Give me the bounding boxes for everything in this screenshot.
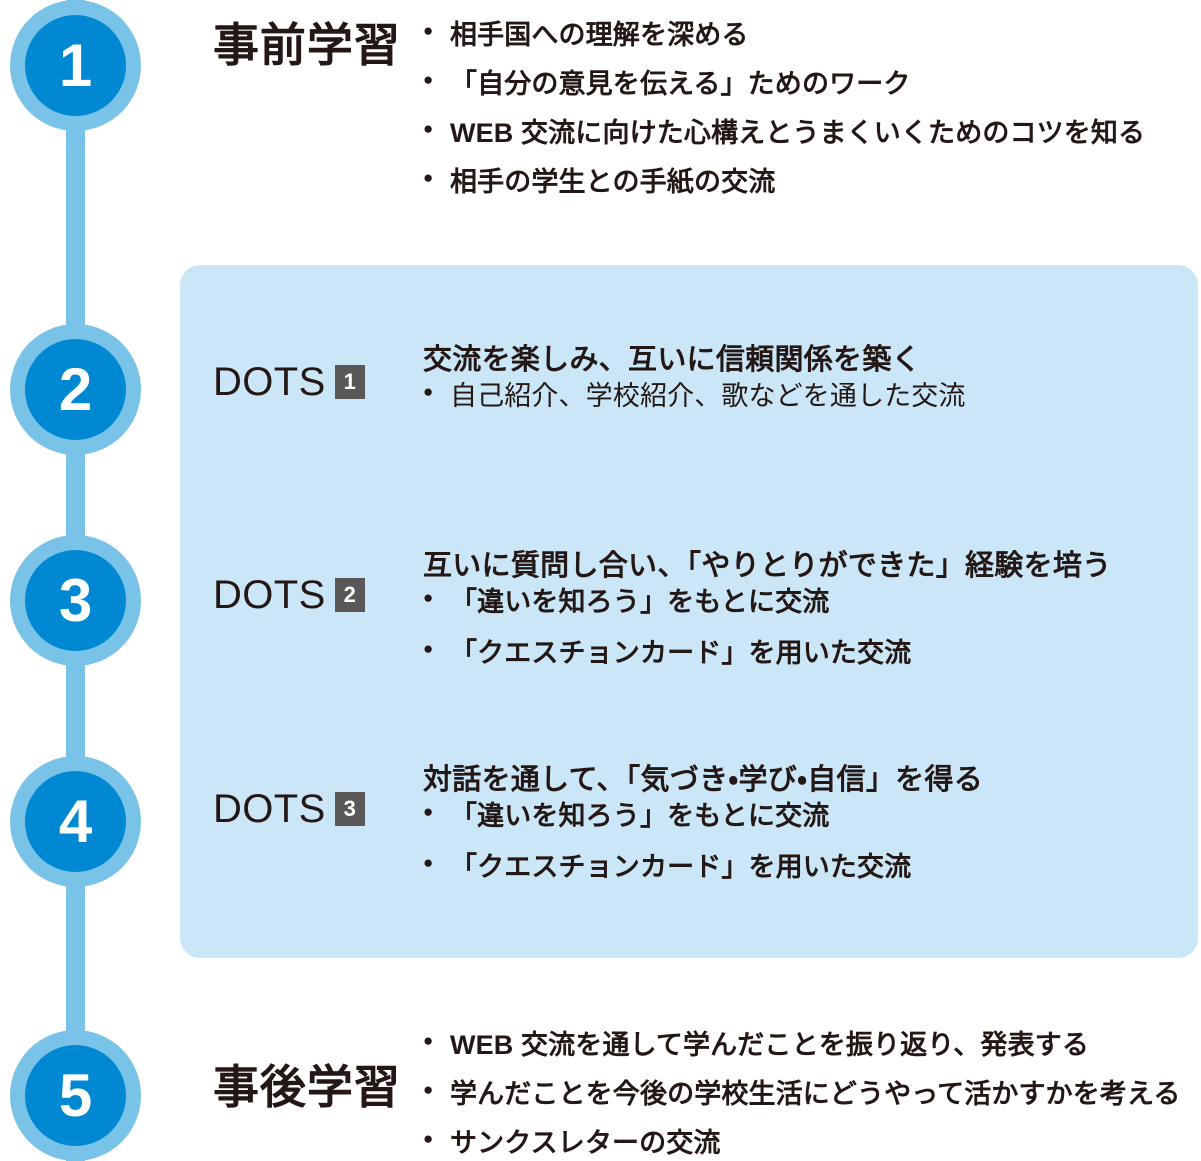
step-marker-3: 3: [10, 535, 141, 666]
step-title-block: DOTS 1: [213, 340, 423, 402]
step-marker-5: 5: [10, 1030, 141, 1161]
dots-word: DOTS: [213, 360, 326, 404]
step-title-label: 事後学習: [213, 1061, 401, 1113]
dots-label: DOTS 1: [213, 362, 423, 402]
step-title-block: DOTS 3: [213, 760, 423, 829]
list-item: 「違いを知ろう」をもとに交流: [423, 589, 1201, 616]
list-item: 学んだことを今後の学校生活にどうやって活かすかを考える: [423, 1081, 1201, 1108]
list-item: 相手の学生との手紙の交流: [423, 169, 1201, 196]
step-marker-4: 4: [10, 756, 141, 887]
list-item: 相手国への理解を深める: [423, 22, 1201, 49]
step-body: 互いに質問し合い、「やりとりができた」経験を培う 「違いを知ろう」をもとに交流 …: [423, 546, 1201, 667]
dots-label: DOTS 3: [213, 789, 423, 829]
marker-core: [25, 771, 126, 872]
bullet-list: 「違いを知ろう」をもとに交流 「クエスチョンカード」を用いた交流: [423, 803, 1201, 881]
step-row-1: 事前学習 相手国への理解を深める 「自分の意見を伝える」ためのワーク WEB 交…: [213, 22, 1201, 196]
step-title-block: 事後学習: [213, 1032, 423, 1110]
list-item: 「違いを知ろう」をもとに交流: [423, 803, 1201, 830]
step-row-3: DOTS 2 互いに質問し合い、「やりとりができた」経験を培う 「違いを知ろう」…: [213, 546, 1201, 667]
step-number: 2: [58, 355, 93, 423]
step-marker-2: 2: [10, 324, 141, 455]
dots-badge: 1: [334, 365, 365, 399]
step-body: 対話を通して、「気づき・学び・自信」を得る 「違いを知ろう」をもとに交流 「クエ…: [423, 760, 1201, 881]
step-title-block: DOTS 2: [213, 546, 423, 615]
step-body: 交流を楽しみ、互いに信頼関係を築く 自己紹介、学校紹介、歌などを通した交流: [423, 340, 1201, 410]
bullet-list: WEB 交流を通して学んだことを振り返り、発表する 学んだことを今後の学校生活に…: [423, 1032, 1201, 1157]
list-item: WEB 交流に向けた心構えとうまくいくためのコツを知る: [423, 120, 1201, 147]
step-body: 相手国への理解を深める 「自分の意見を伝える」ためのワーク WEB 交流に向けた…: [423, 22, 1201, 196]
step-number: 1: [58, 31, 93, 99]
marker-core: [25, 339, 126, 440]
marker-core: [25, 550, 126, 651]
list-item: 「クエスチョンカード」を用いた交流: [423, 640, 1201, 667]
step-row-2: DOTS 1 交流を楽しみ、互いに信頼関係を築く 自己紹介、学校紹介、歌などを通…: [213, 340, 1201, 410]
list-item: 「クエスチョンカード」を用いた交流: [423, 854, 1201, 881]
step-body: WEB 交流を通して学んだことを振り返り、発表する 学んだことを今後の学校生活に…: [423, 1032, 1201, 1157]
step-title-label: 事前学習: [213, 19, 401, 71]
step-title-block: 事前学習: [213, 22, 423, 68]
marker-core: [25, 1045, 126, 1146]
dots-word: DOTS: [213, 787, 326, 831]
list-item: 自己紹介、学校紹介、歌などを通した交流: [423, 383, 1201, 410]
list-item: WEB 交流を通して学んだことを振り返り、発表する: [423, 1032, 1201, 1059]
dots-badge: 2: [334, 578, 365, 612]
bullet-list: 相手国への理解を深める 「自分の意見を伝える」ためのワーク WEB 交流に向けた…: [423, 22, 1201, 196]
step-row-4: DOTS 3 対話を通して、「気づき・学び・自信」を得る 「違いを知ろう」をもと…: [213, 760, 1201, 881]
dots-word: DOTS: [213, 573, 326, 617]
marker-core: [25, 15, 126, 116]
step-heading: 交流を楽しみ、互いに信頼関係を築く: [423, 344, 921, 376]
step-number: 5: [58, 1061, 93, 1129]
step-number: 3: [58, 566, 93, 634]
step-heading: 対話を通して、「気づき・学び・自信」を得る: [423, 764, 983, 796]
step-number: 4: [58, 787, 93, 855]
list-item: 「自分の意見を伝える」ためのワーク: [423, 71, 1201, 98]
list-item: サンクスレターの交流: [423, 1130, 1201, 1157]
bullet-list: 「違いを知ろう」をもとに交流 「クエスチョンカード」を用いた交流: [423, 589, 1201, 667]
bullet-list: 自己紹介、学校紹介、歌などを通した交流: [423, 383, 1201, 410]
step-marker-1: 1: [10, 0, 141, 131]
step-row-5: 事後学習 WEB 交流を通して学んだことを振り返り、発表する 学んだことを今後の…: [213, 1032, 1201, 1157]
dots-label: DOTS 2: [213, 575, 423, 615]
dots-badge: 3: [334, 792, 365, 826]
step-heading: 互いに質問し合い、「やりとりができた」経験を培う: [423, 550, 1112, 582]
